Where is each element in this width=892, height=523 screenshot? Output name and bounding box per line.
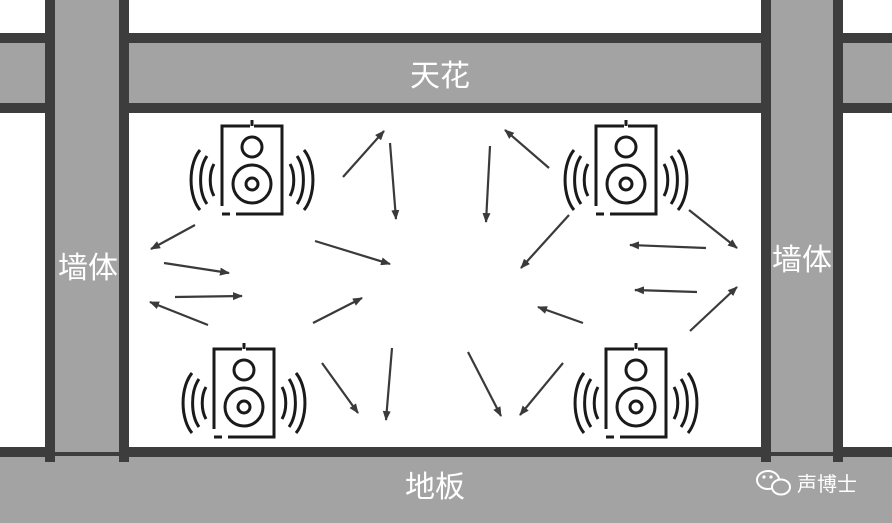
watermark-text: 声博士: [797, 472, 857, 496]
arrow-15: [629, 241, 707, 250]
arrow-17: [689, 286, 738, 332]
arrow-1: [342, 130, 385, 178]
arrow-14: [688, 209, 738, 249]
arrow-19: [467, 351, 502, 417]
arrow-9: [321, 362, 359, 414]
arrow-8: [312, 297, 363, 324]
ceiling-label: 天花: [410, 59, 470, 94]
arrow-6: [149, 300, 209, 327]
arrow-7: [314, 239, 391, 266]
arrow-12: [504, 129, 550, 169]
arrow-5: [174, 292, 243, 301]
arrow-3: [150, 224, 196, 250]
ceiling-band: [0, 33, 892, 113]
arrow-16: [634, 286, 698, 295]
arrow-10: [382, 347, 394, 421]
arrow-20: [519, 362, 564, 416]
arrow-18: [537, 305, 584, 325]
arrow-11: [482, 145, 492, 223]
floor-label: 地板: [405, 470, 465, 505]
arrow-13: [520, 214, 570, 269]
sound-reflection-arrows: [149, 129, 738, 421]
wechat-icon: [756, 470, 791, 496]
arrow-2: [388, 142, 400, 220]
arrow-4: [163, 261, 230, 276]
right-wall-label: 墙体: [772, 243, 832, 278]
watermark: 声博士: [756, 470, 857, 496]
floor-band: [0, 447, 892, 523]
left-wall-label: 墙体: [58, 251, 118, 286]
